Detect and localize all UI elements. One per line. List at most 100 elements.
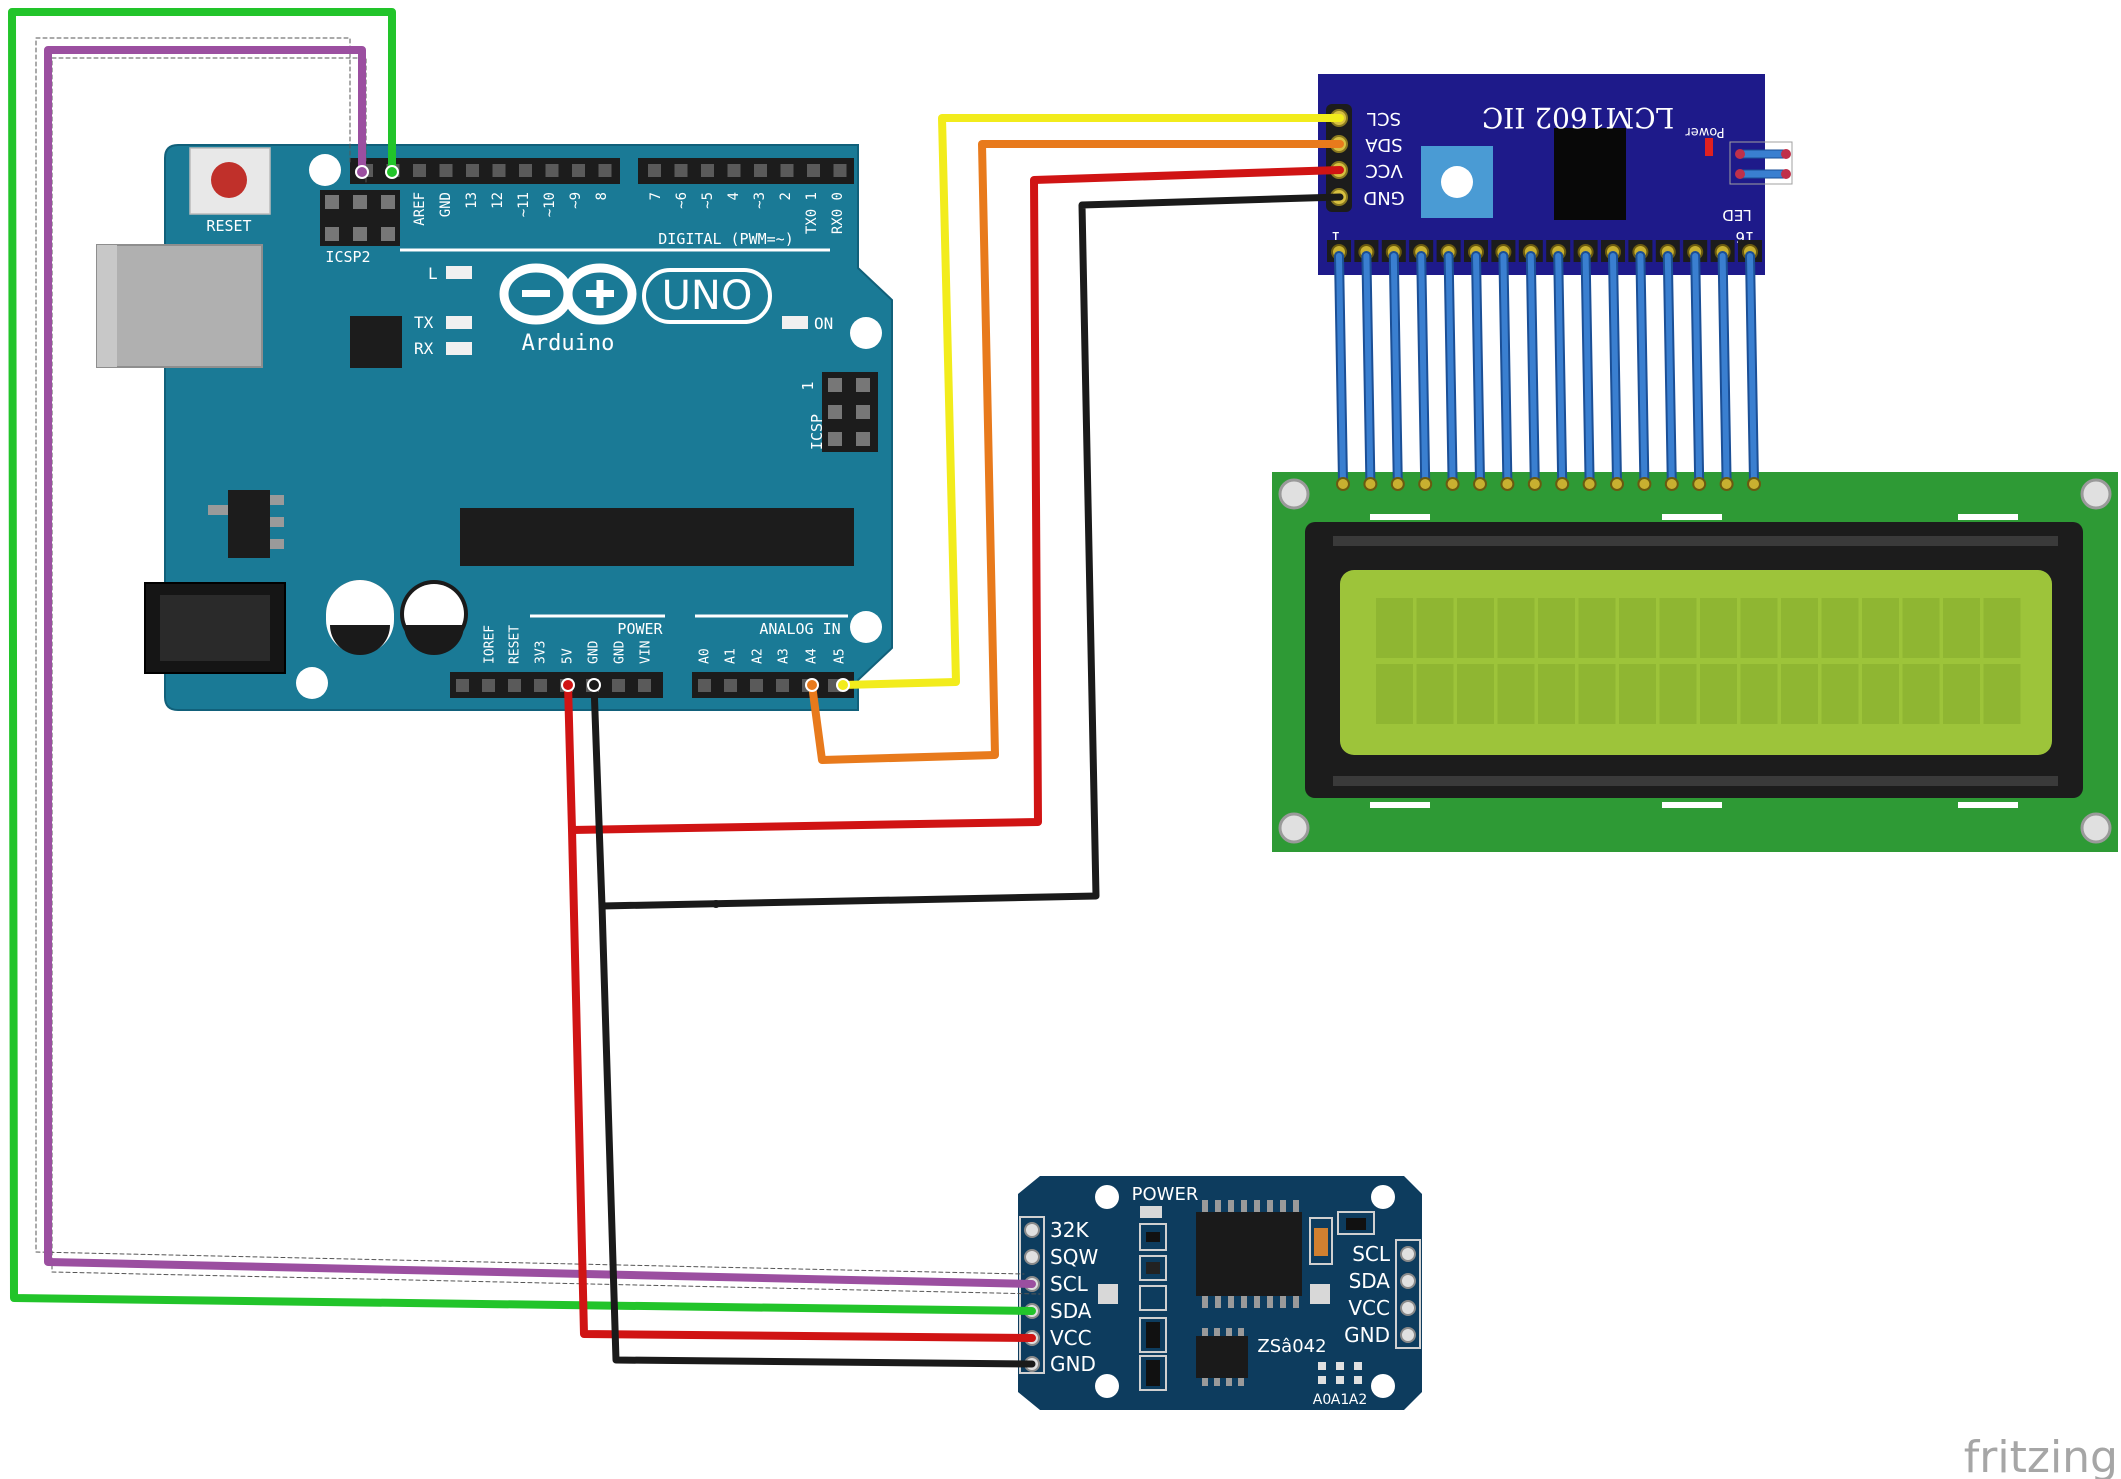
smd-part <box>1139 1355 1167 1391</box>
led-jumper[interactable] <box>1729 141 1793 185</box>
lcd-bus-wire[interactable] <box>1747 253 1757 485</box>
header-pin <box>534 679 547 692</box>
dip-resistor-pack <box>1146 1360 1160 1386</box>
analog-pin-label: A1 <box>724 648 739 664</box>
voltage-regulator <box>228 490 270 558</box>
smd-part <box>1337 1211 1375 1235</box>
rtc-pin[interactable] <box>1024 1249 1040 1265</box>
address-pads <box>1318 1362 1362 1384</box>
header-pin <box>638 679 651 692</box>
header-pin <box>519 164 532 177</box>
digital-header-right <box>638 158 854 184</box>
wire-gnd-main[interactable] <box>590 193 1344 910</box>
endpoint-scl-top <box>355 165 369 179</box>
lcd-cell <box>1862 664 1899 724</box>
lcd-bus-wire[interactable] <box>1582 253 1593 485</box>
usb-connector-shade <box>97 245 117 367</box>
power-header <box>450 672 663 698</box>
mounting-hole <box>1371 1374 1395 1398</box>
regulator-pin <box>208 505 228 515</box>
potentiometer-knob[interactable] <box>1441 166 1473 198</box>
i2c-chip <box>1554 128 1626 220</box>
endpoint-sda-top <box>385 165 399 179</box>
lcd-bus-wire[interactable] <box>1719 253 1730 485</box>
lcd-pad <box>1958 514 2018 520</box>
lcd-header-pin <box>1418 477 1433 491</box>
header-pin <box>456 679 469 692</box>
lcd-1602-display[interactable] <box>1272 472 2118 852</box>
wire-vcc-rtc[interactable] <box>568 826 1036 1342</box>
header-pin <box>466 164 479 177</box>
lcd-bus-wire[interactable] <box>1610 253 1620 485</box>
lcd-cell <box>1457 598 1494 658</box>
rtc-left-header <box>1019 1216 1045 1374</box>
lcd-bus-wire[interactable] <box>1445 253 1456 485</box>
digital-pin-label: 13 <box>464 192 480 209</box>
icsp2-label: ICSP2 <box>325 248 370 266</box>
wire-lcd-scl[interactable] <box>839 114 1344 689</box>
lcd-cell <box>1619 664 1656 724</box>
header-pin <box>776 679 789 692</box>
lcd-bus-wire[interactable] <box>1555 253 1566 485</box>
wire-lcd-sda[interactable] <box>808 140 1344 764</box>
wire-gnd-rtc[interactable] <box>598 902 1036 1368</box>
ds3231-chip-pins <box>1202 1200 1299 1308</box>
i2c-pin-label: VCC <box>1365 160 1402 181</box>
lcd-bus-wire[interactable] <box>1336 253 1346 485</box>
lcd-bus-wire[interactable] <box>1473 253 1483 485</box>
lcd-bus-wire[interactable] <box>1637 253 1648 485</box>
arduino-uno-board[interactable]: RESET ICSP2 L TX RX UNO <box>96 144 893 711</box>
rtc-pin[interactable] <box>1400 1327 1416 1343</box>
reset-button-cap[interactable] <box>211 162 247 198</box>
digital-pin-label: 2 <box>778 192 794 200</box>
digital-pin-label: AREF <box>412 192 428 226</box>
endpoint-5v <box>561 678 575 692</box>
fritzing-watermark: fritzing <box>1964 1432 2118 1479</box>
atmega-chip <box>460 508 854 566</box>
lcd-bus-wire[interactable] <box>1527 253 1538 485</box>
lcd-bus-wire[interactable] <box>1418 253 1429 485</box>
lcd-bus-wire[interactable] <box>1390 253 1401 485</box>
endpoint-a5 <box>836 678 850 692</box>
rtc-pin[interactable] <box>1024 1222 1040 1238</box>
digital-pin-label: GND <box>438 192 454 217</box>
wire-vcc-main[interactable] <box>564 166 1344 834</box>
wire-rtc-scl[interactable] <box>44 46 1036 1288</box>
lcd-pad <box>1958 802 2018 808</box>
rtc-pin[interactable] <box>1400 1300 1416 1316</box>
i2c-pin-label: GND <box>1363 187 1404 208</box>
wire-rtc-sda[interactable] <box>8 8 1036 1315</box>
rtc-pin-label: 32K <box>1050 1218 1089 1242</box>
rtc-pin[interactable] <box>1400 1246 1416 1262</box>
rtc-pin-label: SCL <box>1050 1272 1089 1296</box>
lcd-bus-wire[interactable] <box>1363 253 1374 485</box>
digital-pin-label: ~9 <box>568 192 584 209</box>
lcd-cell <box>1740 598 1778 658</box>
lcd-cell <box>1862 598 1899 658</box>
header-pin <box>572 164 585 177</box>
bottom-pin-squares <box>456 679 841 692</box>
i2c-pin-label: SCL <box>1367 108 1401 129</box>
analog-pin-label: A5 <box>833 648 848 664</box>
rtc-pin-label: VCC <box>1050 1326 1092 1350</box>
mounting-hole <box>850 317 882 349</box>
rtc-pin[interactable] <box>1400 1273 1416 1289</box>
lcd-cell <box>1700 598 1737 658</box>
power-pin-label: 3V3 <box>534 641 549 664</box>
power-led-label: Power <box>1685 124 1725 139</box>
lcd-header-pin <box>1692 477 1707 491</box>
lcd-bus-wire[interactable] <box>1692 253 1703 485</box>
lcd-bus-wire[interactable] <box>1500 253 1511 485</box>
capacitor <box>326 580 394 655</box>
arduino-logo <box>499 263 772 325</box>
lcd-cell <box>1943 664 1980 724</box>
power-pin-label: GND <box>587 640 602 664</box>
lcd-bus-wire[interactable] <box>1664 253 1675 485</box>
i2c-pin1-label: 1 <box>1331 228 1341 246</box>
ds3231-chip <box>1196 1212 1302 1296</box>
rx-label: RX <box>414 339 434 358</box>
